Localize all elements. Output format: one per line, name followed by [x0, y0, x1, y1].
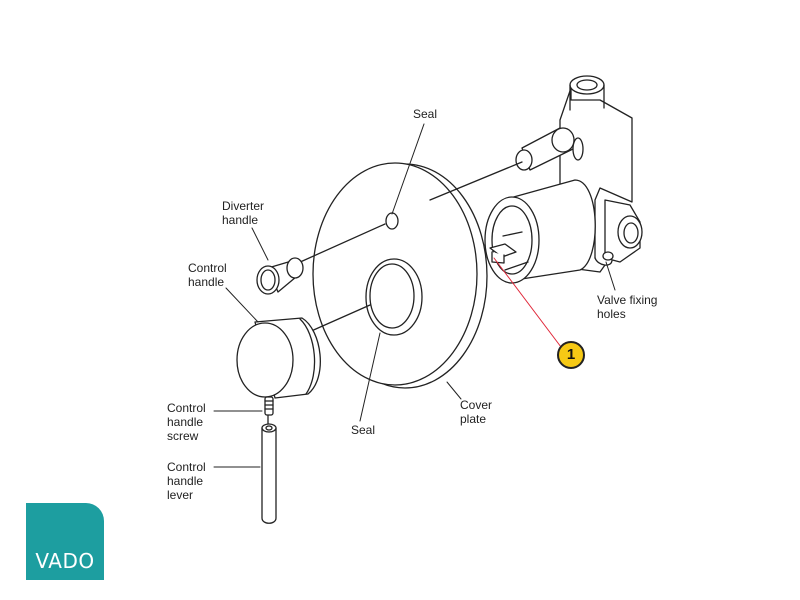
diverter-handle — [256, 257, 304, 295]
diverter-cartridge — [515, 127, 584, 171]
logo-text: VADO — [35, 549, 95, 573]
label-valve-fixing-holes: Valve fixing holes — [597, 293, 658, 321]
label-diverter-handle: Diverter handle — [222, 199, 265, 227]
label-seal-top: Seal — [413, 107, 438, 121]
callout-pointer — [493, 257, 562, 348]
control-handle-screw — [264, 396, 274, 416]
control-handle — [236, 317, 321, 399]
control-handle-lever — [261, 423, 277, 524]
callout-badge: 1 — [557, 341, 585, 369]
label-cover-plate: Cover plate — [460, 398, 493, 426]
leader-lines — [213, 123, 616, 468]
label-control-handle: Control handle — [188, 261, 227, 289]
cover-plate — [312, 162, 488, 389]
label-seal-bottom: Seal — [351, 423, 376, 437]
main-cartridge — [484, 179, 596, 284]
label-control-handle-screw: Control handle screw — [167, 401, 206, 443]
label-control-handle-lever: Control handle lever — [167, 460, 206, 502]
vado-logo: VADO — [26, 503, 104, 580]
